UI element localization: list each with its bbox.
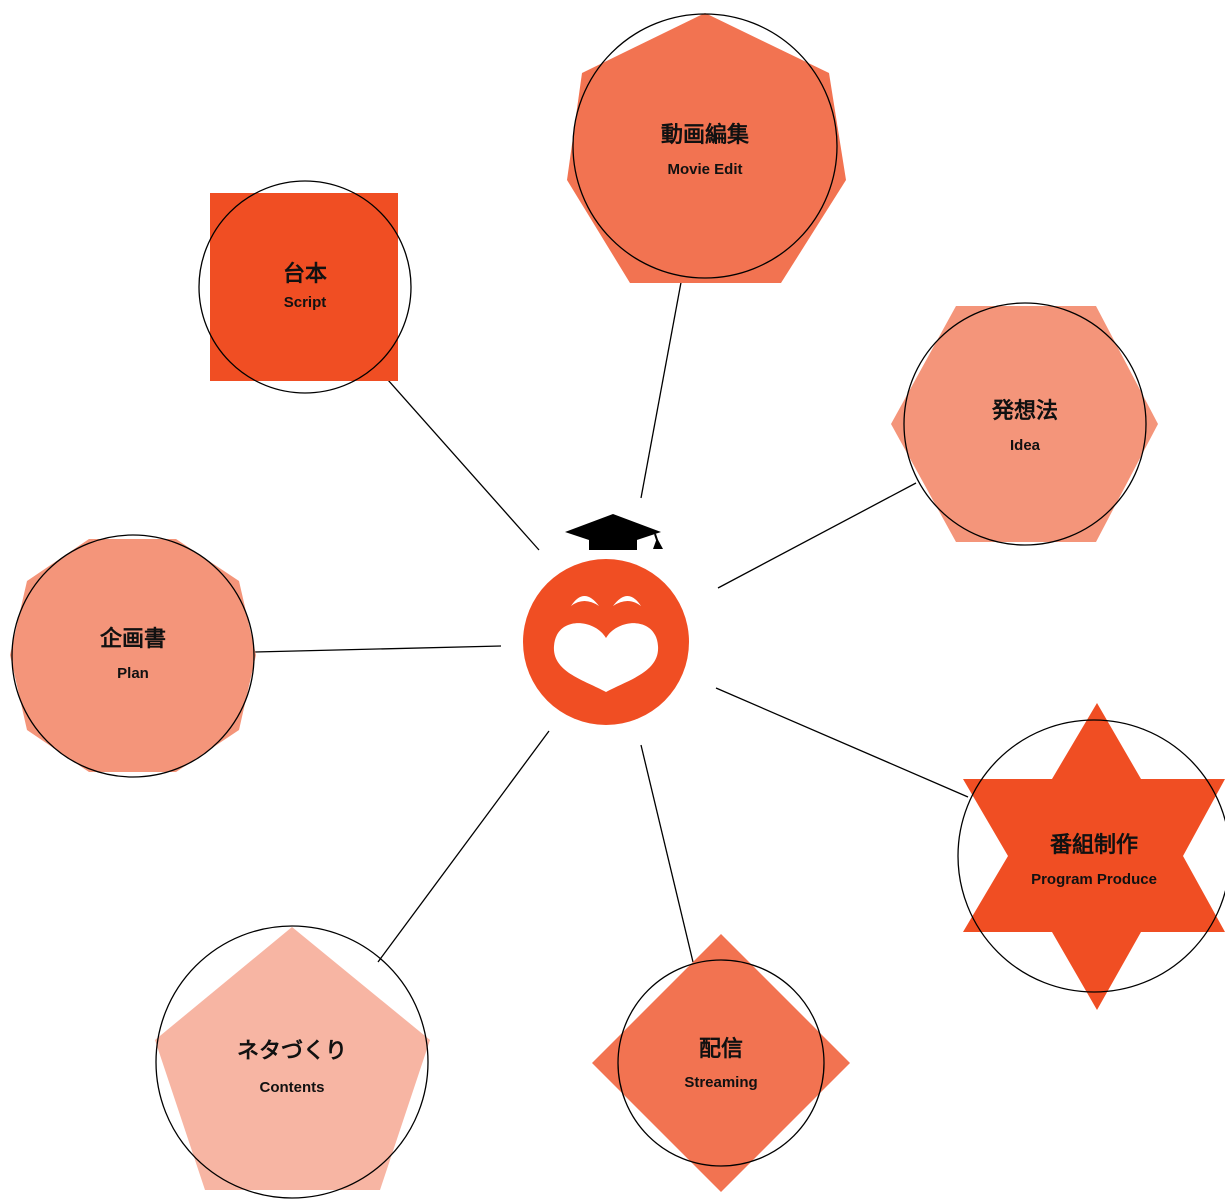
node-label-en: Script xyxy=(284,294,327,311)
node-label-ja: 番組制作 xyxy=(1049,832,1138,858)
node-outline-circle xyxy=(572,13,838,279)
node-outline-circle xyxy=(903,302,1147,546)
node-outline-circle xyxy=(198,180,412,394)
node-streaming[interactable]: 配信 Streaming xyxy=(592,934,850,1192)
node-outline-circle xyxy=(155,925,429,1199)
node-label-en: Plan xyxy=(117,665,149,682)
hexagon-shape xyxy=(891,306,1158,542)
six-pointed-star-shape xyxy=(963,703,1225,1010)
connector-plan xyxy=(254,645,502,653)
node-idea[interactable]: 発想法 Idea xyxy=(891,302,1158,546)
mascot-right-eye xyxy=(613,596,641,606)
octagon-shape xyxy=(10,539,256,772)
cap-tassel xyxy=(653,538,663,549)
connectors xyxy=(254,276,969,963)
node-label-ja: 配信 xyxy=(699,1036,743,1062)
node-label-ja: 企画書 xyxy=(99,626,166,652)
node-label-en: Program Produce xyxy=(1031,871,1157,888)
connector-contents xyxy=(377,730,550,963)
cap-base xyxy=(589,533,637,550)
node-outline-circle xyxy=(617,959,825,1167)
node-program-produce[interactable]: 番組制作 Program Produce xyxy=(957,703,1225,1010)
heptagon-shape xyxy=(567,13,846,283)
node-label-ja: 台本 xyxy=(283,261,327,287)
node-label-ja: 動画編集 xyxy=(661,122,750,148)
node-contents[interactable]: ネタづくり Contents xyxy=(155,925,430,1199)
node-plan[interactable]: 企画書 Plan xyxy=(10,534,256,778)
node-outline-circle xyxy=(11,534,255,778)
node-script[interactable]: 台本 Script xyxy=(198,180,412,394)
node-label-en: Idea xyxy=(1010,437,1041,454)
node-movie-edit[interactable]: 動画編集 Movie Edit xyxy=(567,13,846,283)
connector-script xyxy=(371,361,540,551)
pentagon-shape xyxy=(155,927,430,1190)
connector-streaming xyxy=(640,744,694,963)
node-label-ja: ネタづくり xyxy=(237,1039,347,1064)
connector-program-produce xyxy=(715,687,969,798)
smiling-face-with-graduation-cap-icon[interactable] xyxy=(523,514,689,725)
node-label-en: Movie Edit xyxy=(667,161,742,178)
connector-idea xyxy=(717,482,917,589)
mascot-heart-mouth xyxy=(553,623,659,692)
diamond-shape xyxy=(592,934,850,1192)
connector-movie-edit xyxy=(640,276,683,499)
mascot-left-eye xyxy=(571,596,599,606)
node-outline-circle xyxy=(957,719,1225,993)
node-label-ja: 発想法 xyxy=(991,399,1058,424)
node-label-en: Contents xyxy=(260,1079,325,1096)
node-label-en: Streaming xyxy=(684,1074,757,1091)
square-shape xyxy=(210,193,398,381)
